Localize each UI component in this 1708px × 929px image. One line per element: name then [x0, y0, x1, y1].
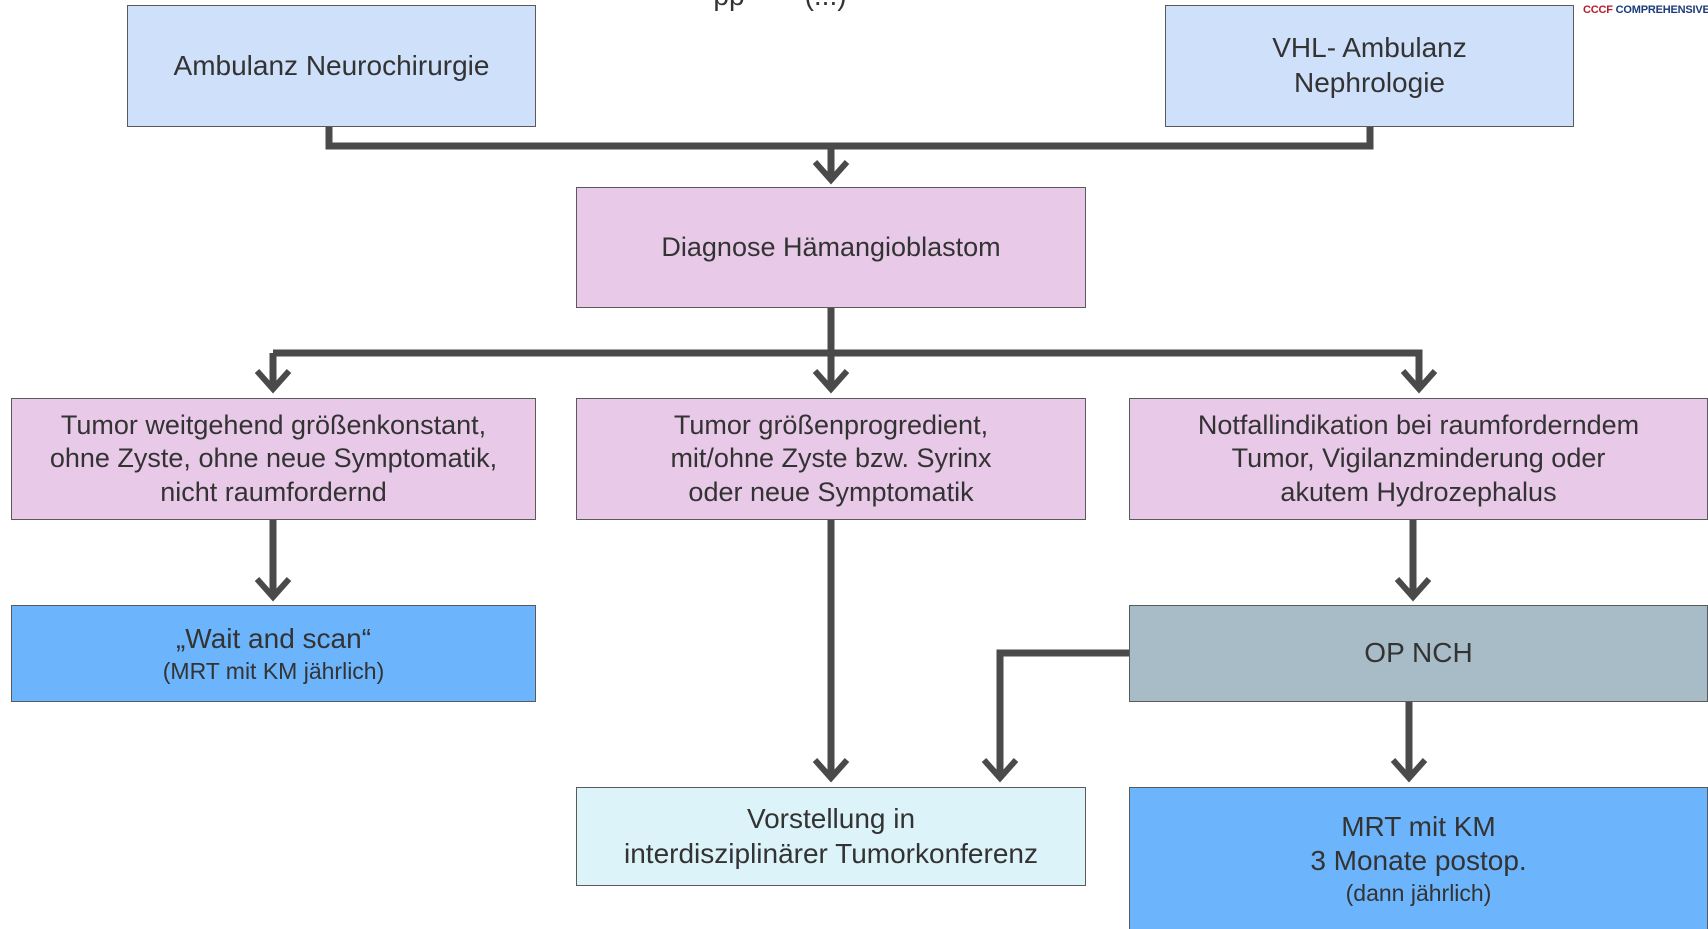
node-label: Ambulanz Neurochirurgie [173, 49, 490, 81]
cccf-logo: CCCF COMPREHENSIVE C [1583, 4, 1708, 16]
node-label: OP NCH [1364, 637, 1473, 669]
node-label: Tumor, Vigilanzminderung oder [1231, 443, 1606, 474]
node-tumor-groessenprogredient: Tumor größenprogredient, mit/ohne Zyste … [576, 398, 1086, 520]
node-label: Diagnose Hämangioblastom [661, 231, 1001, 262]
logo-name: COMPREHENSIVE C [1615, 4, 1708, 16]
node-tumor-groessenkonstant: Tumor weitgehend größenkonstant, ohne Zy… [11, 398, 536, 520]
node-title: „Wait and scan“ [175, 622, 372, 654]
connector-op-to-konferenz [996, 649, 1130, 777]
arrowhead-op [1394, 577, 1432, 602]
arrowhead-notfall [1400, 369, 1438, 394]
node-label: oder neue Symptomatik [688, 476, 974, 507]
node-label: interdisziplinärer Tumorkonferenz [624, 837, 1038, 869]
node-vhl-ambulanz: VHL- Ambulanz Nephrologie [1165, 5, 1574, 127]
node-label: Nephrologie [1294, 67, 1445, 98]
arrowhead-diagnose [812, 160, 850, 185]
node-label: mit/ohne Zyste bzw. Syrinx [670, 443, 992, 474]
node-label: ohne Zyste, ohne neue Symptomatik, [49, 443, 498, 474]
node-label: Tumor größenprogredient, [673, 409, 989, 440]
node-notfallindikation: Notfallindikation bei raumforderndem Tum… [1129, 398, 1708, 520]
node-diagnose-haemangioblastom: Diagnose Hämangioblastom [576, 187, 1086, 308]
node-label: MRT mit KM [1341, 810, 1496, 842]
node-mrt-postop: MRT mit KM 3 Monate postop. (dann jährli… [1129, 787, 1708, 929]
node-ambulanz-neurochirurgie: Ambulanz Neurochirurgie [127, 5, 536, 127]
node-wait-and-scan: „Wait and scan“ (MRT mit KM jährlich) [11, 605, 536, 702]
node-label: nicht raumfordernd [160, 476, 387, 507]
node-label: 3 Monate postop. [1310, 845, 1527, 877]
node-label: VHL- Ambulanz [1272, 32, 1467, 64]
arrowhead-konferenz-side [981, 758, 1019, 783]
node-label: akutem Hydrozephalus [1280, 476, 1557, 507]
node-tumorkonferenz: Vorstellung in interdisziplinärer Tumork… [576, 787, 1086, 886]
connector-split-bar [269, 349, 1423, 388]
node-op-nch: OP NCH [1129, 605, 1708, 702]
arrowhead-konstant [254, 369, 292, 394]
header-title-tail: (...) [805, 0, 847, 11]
logo-abbr: CCCF [1583, 4, 1613, 16]
node-label: Notfallindikation bei raumforderndem [1197, 409, 1640, 440]
arrowhead-mrt [1390, 758, 1428, 783]
header-title-part: pp [713, 0, 744, 11]
node-subtitle: (dann jährlich) [1345, 879, 1492, 906]
arrowhead-progredient [812, 369, 850, 394]
arrowhead-wait [254, 577, 292, 602]
node-label: Vorstellung in [746, 802, 916, 834]
arrowhead-konferenz-main [812, 758, 850, 783]
node-subtitle: (MRT mit KM jährlich) [162, 657, 385, 684]
partial-header-title: pp (...) [580, 0, 980, 12]
node-label: Tumor weitgehend größenkonstant, [60, 409, 487, 440]
connector-neurochirurgie [325, 127, 1374, 150]
